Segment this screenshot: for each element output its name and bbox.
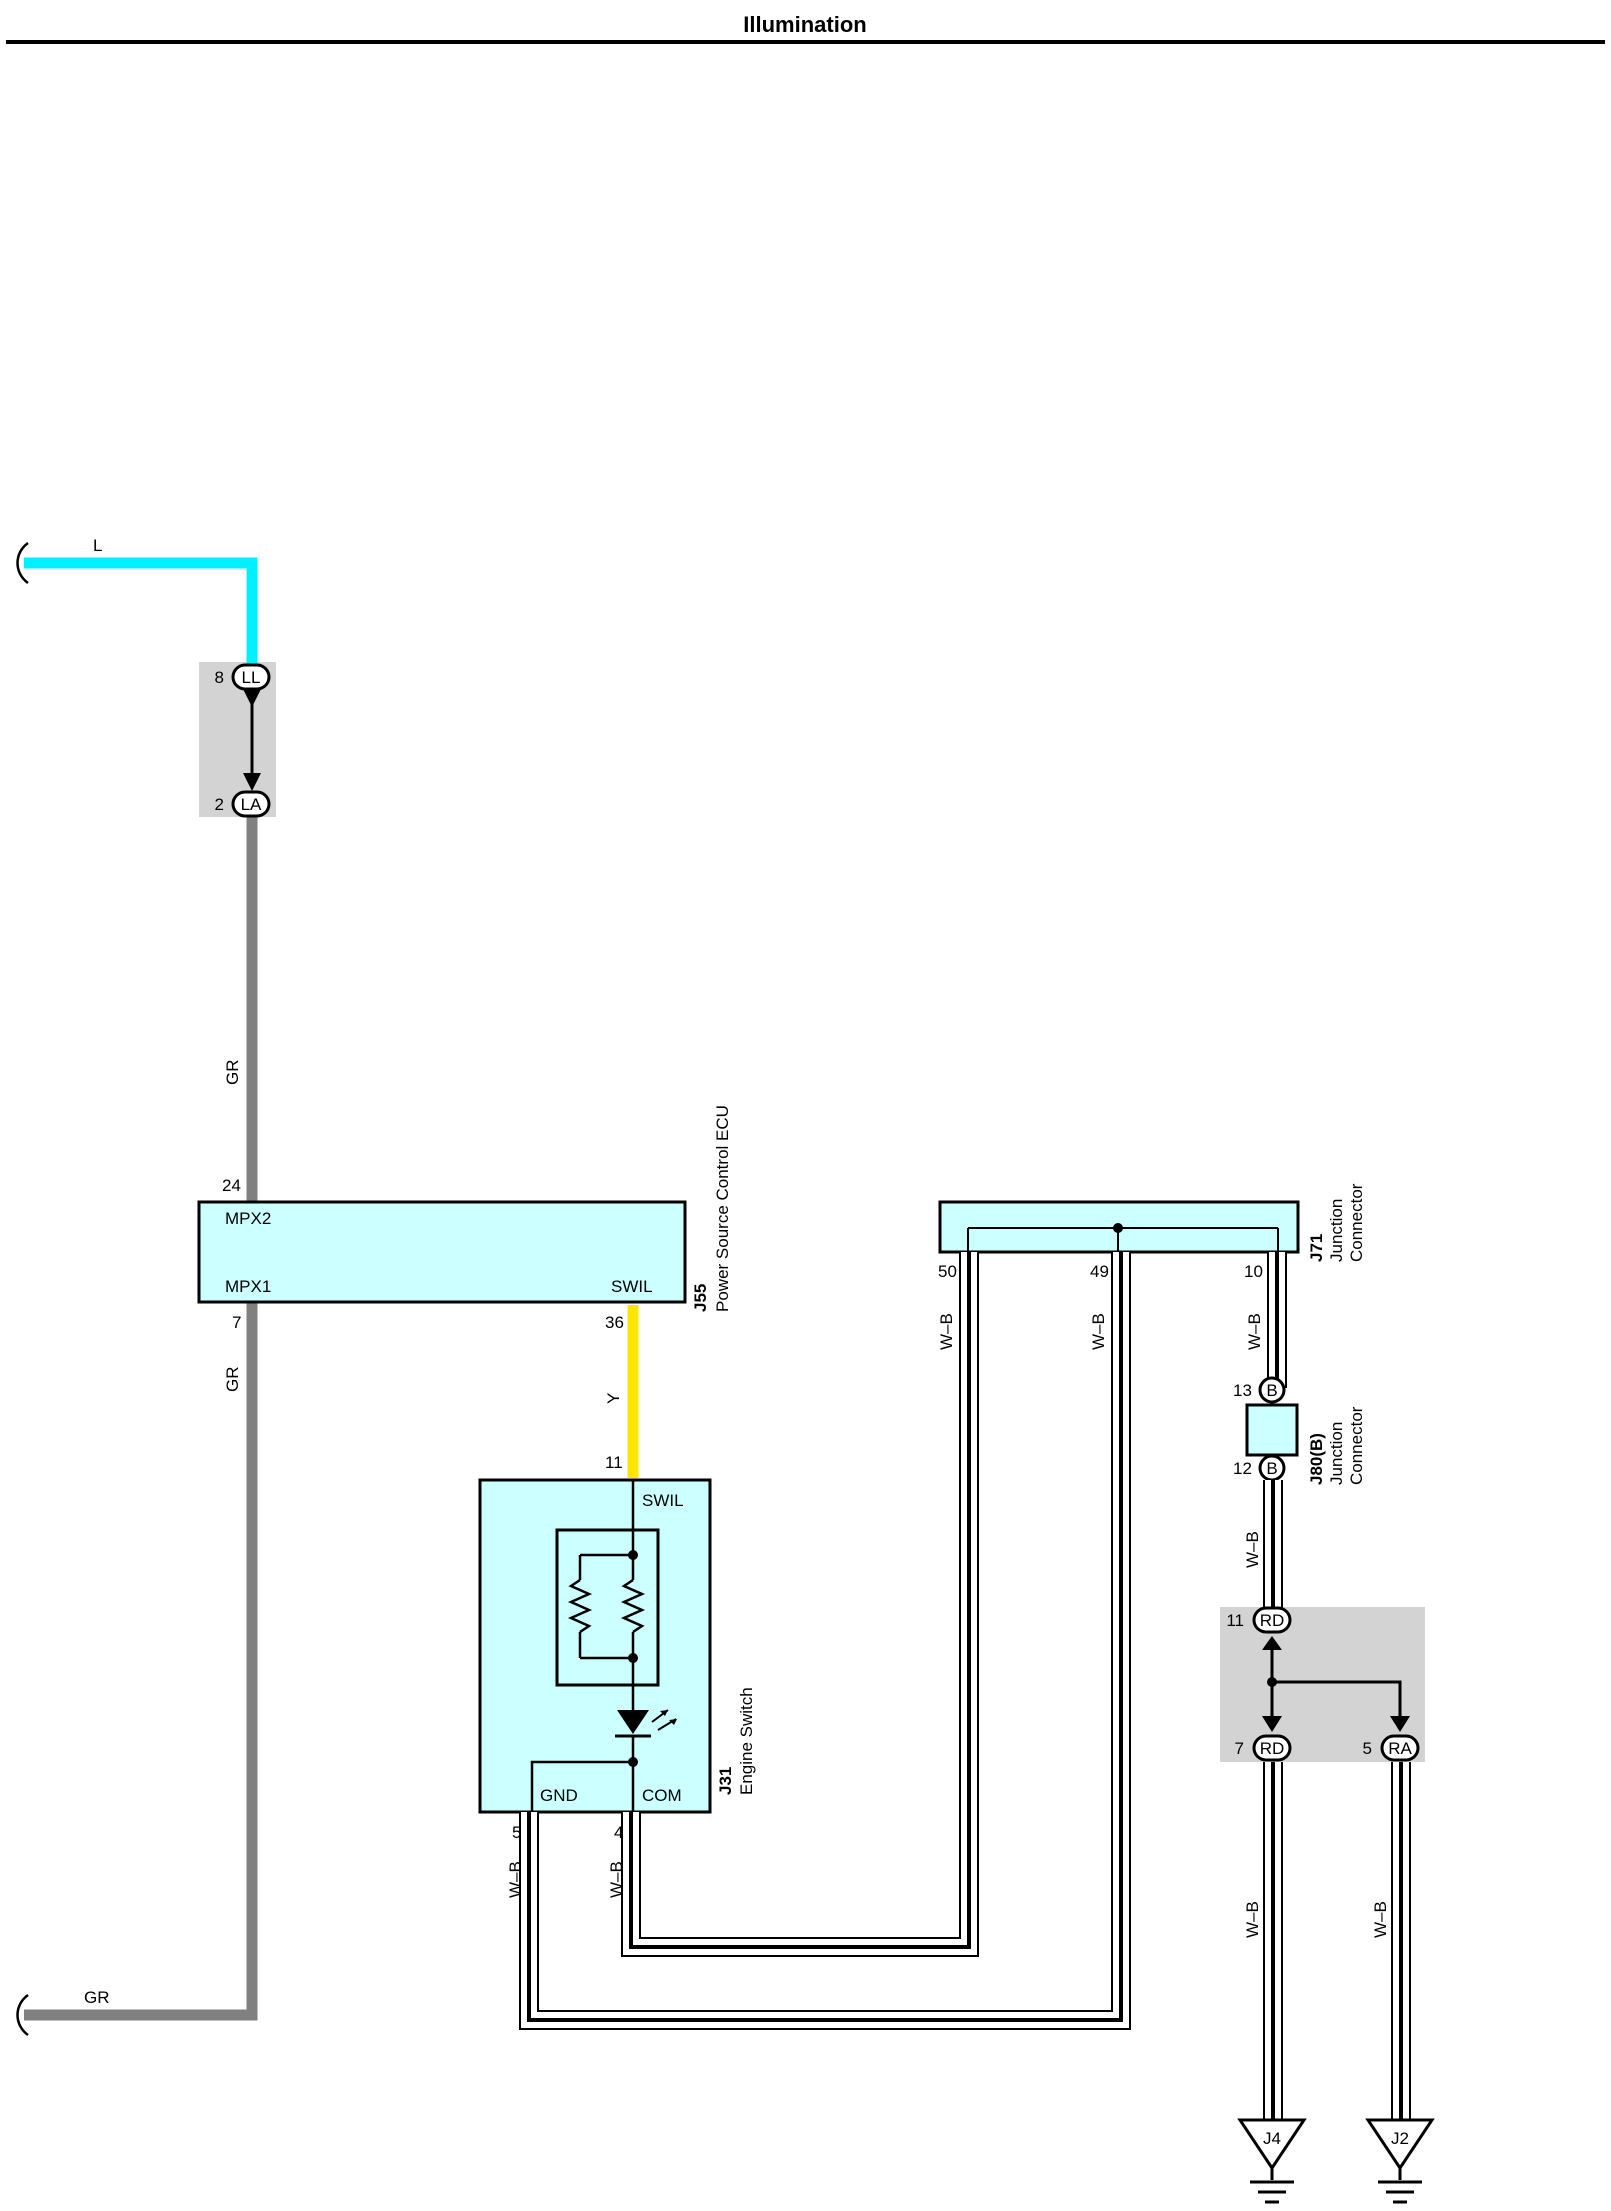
j80-code: J80(B) xyxy=(1307,1433,1326,1485)
terminal-RD-top xyxy=(1252,1606,1292,1634)
wire-WB-com-to-j71 xyxy=(621,1252,979,1957)
j31-engine-switch-box xyxy=(478,1478,712,1814)
j55-term-swil: SWIL xyxy=(611,1277,653,1296)
j80-terminal-12-label: B xyxy=(1266,1459,1277,1478)
wire-label-WB-j71-49: W–B xyxy=(1089,1313,1108,1350)
terminal-RD-bottom xyxy=(1252,1734,1292,1762)
page-title: Illumination xyxy=(743,12,866,37)
j80-pin-12: 12 xyxy=(1233,1459,1252,1478)
wire-label-WB-j2: W–B xyxy=(1371,1901,1390,1938)
junction-2-split xyxy=(1262,1636,1410,1732)
terminal-RD-top-label: RD xyxy=(1260,1611,1285,1630)
pin-2: 2 xyxy=(215,795,224,814)
terminal-LL-label: LL xyxy=(242,668,261,687)
led-icon xyxy=(530,1709,677,1812)
ground-j4-label: J4 xyxy=(1263,2129,1281,2148)
j71-pin-49: 49 xyxy=(1090,1262,1109,1281)
wire-label-Y: Y xyxy=(604,1393,623,1404)
j31-term-com: COM xyxy=(642,1786,682,1805)
terminal-LA-label: LA xyxy=(241,795,262,814)
wire-label-WB-j80: W–B xyxy=(1243,1531,1262,1568)
j31-pin-4: 4 xyxy=(614,1823,623,1842)
wire-label-WB-j71-10: W–B xyxy=(1245,1313,1264,1350)
j71-pin-10: 10 xyxy=(1244,1262,1263,1281)
j55-term-mpx2: MPX2 xyxy=(225,1209,271,1228)
j71-name-line1: Junction xyxy=(1327,1199,1346,1262)
pin-5-ra: 5 xyxy=(1363,1739,1372,1758)
ground-j2-label: J2 xyxy=(1391,2129,1409,2148)
wire-label-GR-upper: GR xyxy=(223,1060,242,1086)
wire-label-GR-lower: GR xyxy=(223,1367,242,1393)
j31-term-swil: SWIL xyxy=(642,1491,684,1510)
wire-label-L: L xyxy=(93,536,102,555)
wire-label-WB-com: W–B xyxy=(607,1861,626,1898)
j71-bus-splice xyxy=(1113,1223,1123,1233)
j31-name: Engine Switch xyxy=(737,1687,756,1795)
j80-terminal-13 xyxy=(1258,1376,1286,1404)
j55-name: Power Source Control ECU xyxy=(713,1105,732,1312)
j80-terminal-13-label: B xyxy=(1266,1381,1277,1400)
j31-pin-5: 5 xyxy=(512,1823,521,1842)
j31-pin-11: 11 xyxy=(605,1453,623,1472)
j80-pin-13: 13 xyxy=(1233,1381,1252,1400)
pin-11-rd: 11 xyxy=(1226,1611,1244,1630)
wire-L xyxy=(16,541,258,675)
wire-label-WB-gnd: W–B xyxy=(506,1861,525,1898)
wire-label-GR-bottom: GR xyxy=(84,1988,110,2007)
wire-label-WB-j4: W–B xyxy=(1243,1901,1262,1938)
pin-8: 8 xyxy=(215,668,224,687)
wire-GR xyxy=(16,810,258,2037)
j80-name-line1: Junction xyxy=(1327,1422,1346,1485)
terminal-RD-bottom-label: RD xyxy=(1260,1739,1285,1758)
terminal-RA xyxy=(1380,1734,1420,1762)
j55-pin-36: 36 xyxy=(605,1313,624,1332)
wire-label-WB-j71-50: W–B xyxy=(937,1313,956,1350)
terminal-RA-label: RA xyxy=(1388,1739,1412,1758)
wire-WB-to-j2 xyxy=(1391,1762,1411,2120)
j31-code: J31 xyxy=(716,1767,735,1795)
j55-pin-24: 24 xyxy=(222,1176,241,1195)
illumination-resistor-group xyxy=(555,1480,660,1710)
wire-WB-gnd-to-j71 xyxy=(519,1252,1131,2030)
j55-ecu-box xyxy=(197,1200,687,1304)
wire-WB-to-j4 xyxy=(1263,1762,1283,2120)
j31-term-gnd: GND xyxy=(540,1786,578,1805)
j71-code: J71 xyxy=(1307,1234,1326,1262)
j71-pin-50: 50 xyxy=(938,1262,957,1281)
ground-j2-icon xyxy=(1365,2118,1435,2204)
ground-j4-icon xyxy=(1237,2118,1307,2204)
j55-term-mpx1: MPX1 xyxy=(225,1277,271,1296)
j71-name-line2: Connector xyxy=(1347,1183,1366,1262)
j55-pin-7: 7 xyxy=(232,1313,241,1332)
j80-junction-connector xyxy=(1245,1403,1299,1457)
j55-code: J55 xyxy=(691,1284,710,1312)
wire-WB-j71-to-j80 xyxy=(1267,1252,1287,1388)
terminal-LA xyxy=(231,790,271,818)
wire-WB-j80-to-junction xyxy=(1263,1480,1283,1610)
j80-name-line2: Connector xyxy=(1347,1406,1366,1485)
pin-7-rd: 7 xyxy=(1235,1739,1244,1758)
